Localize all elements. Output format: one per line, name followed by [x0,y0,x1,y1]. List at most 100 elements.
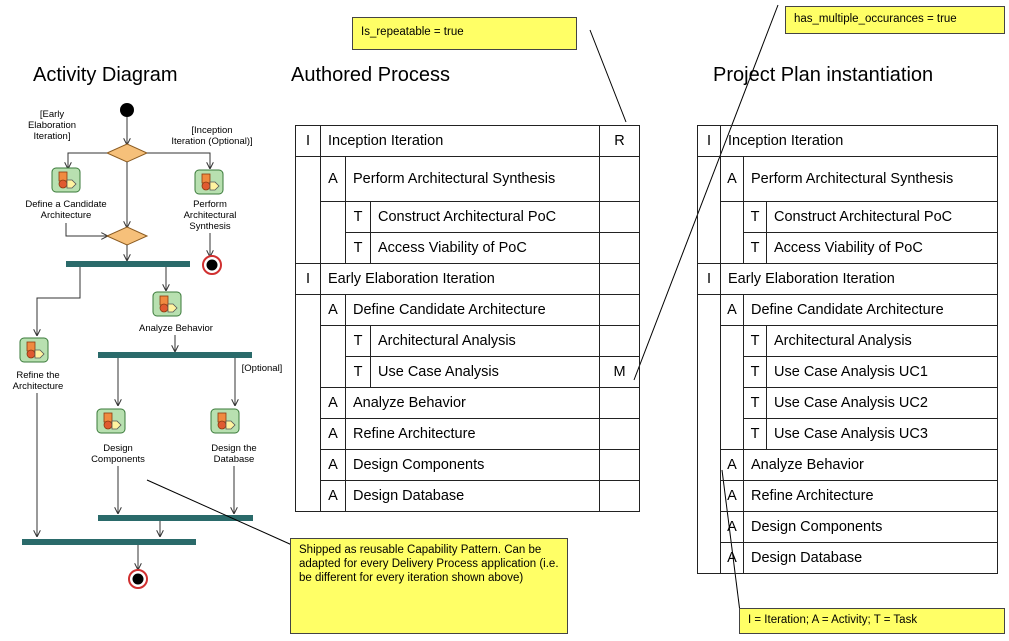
table-row: A Refine Architecture [698,480,998,512]
row-label: Use Case Analysis UC2 [766,387,998,419]
table-row: T Construct Architectural PoC [296,201,640,264]
table-row: T Access Viability of PoC [296,232,640,264]
kind-cell: A [720,449,744,481]
refine-architecture-label-line2: Architecture [13,381,64,392]
table-row: T Use Case Analysis UC2 [698,387,998,419]
kind-cell: T [743,387,767,419]
table-row: T Access Viability of PoC [698,232,998,264]
kind-cell: A [320,418,346,450]
guard-early: [Early [40,109,65,120]
optional-guard: [Optional] [242,363,283,374]
define-candidate-label-line2: Architecture [41,210,92,221]
refine-architecture-label: Refine the [16,370,59,381]
row-label: Access Viability of PoC [370,232,600,264]
row-label: Use Case Analysis [370,356,600,388]
guard-inception: [Inception [191,125,232,136]
activity-diagram-heading: Activity Diagram [33,64,178,86]
kind-cell: A [320,449,346,481]
table-row: T Use Case Analysis UC3 [698,418,998,450]
perform-synthesis-label-line2: Architectural [184,210,237,221]
kind-cell: T [743,201,767,233]
kind-cell: T [345,201,371,233]
kind-cell: A [320,387,346,419]
kind-cell: A [720,480,744,512]
kind-cell: I [697,263,721,295]
kind-cell: T [743,232,767,264]
table-row: T Use Case Analysis M [296,356,640,388]
row-label: Refine Architecture [345,418,600,450]
table-row: A Design Database [296,480,640,512]
row-label: Define Candidate Architecture [743,294,998,326]
kind-cell: T [345,356,371,388]
row-label: Use Case Analysis UC1 [766,356,998,388]
table-row: T Architectural Analysis [698,325,998,450]
table-row: I Early Elaboration Iteration [295,263,640,295]
fork-bar [66,261,190,267]
shipped-capability-note: Shipped as reusable Capability Pattern. … [290,538,568,634]
fork-bar-2 [98,352,252,358]
row-label: Refine Architecture [743,480,998,512]
table-row: A Perform Architectural Synthesis [697,156,998,264]
kind-cell: A [320,480,346,512]
table-row: I Inception Iteration R [295,125,640,157]
design-components-label-line2: Components [91,454,145,465]
table-row: A Define Candidate Architecture [295,294,640,512]
authored-process-table: I Inception Iteration R A Perform Archit… [295,125,640,512]
repeatable-note: Is_repeatable = true [352,17,577,50]
table-row: A Perform Architectural Synthesis [295,156,640,264]
row-label: Construct Architectural PoC [766,201,998,233]
project-plan-heading: Project Plan instantiation [713,64,934,86]
multiple-occurrences-note: has_multiple_occurances = true [785,6,1005,34]
activity-diagram: [Early Elaboration Iteration] [Inception… [13,103,283,589]
table-row: A Design Database [698,542,998,574]
row-label: Design Components [743,511,998,543]
row-label: Design Database [743,542,998,574]
table-row: A Refine Architecture [296,418,640,450]
perform-synthesis-label: Perform [193,199,227,210]
kind-cell: A [320,156,346,202]
table-row: A Analyze Behavior [296,387,640,419]
row-label: Use Case Analysis UC3 [766,418,998,450]
table-row: A Analyze Behavior [698,449,998,481]
kind-cell: A [720,511,744,543]
project-plan-table: I Inception Iteration A Perform Architec… [697,125,998,574]
legend-note: I = Iteration; A = Activity; T = Task [739,608,1005,634]
kind-cell: T [743,356,767,388]
table-row: A Define Candidate Architecture [697,294,998,574]
row-label: Perform Architectural Synthesis [345,156,600,202]
kind-cell: T [743,325,767,357]
kind-cell: I [295,125,321,157]
repeatable-flag: R [599,125,640,157]
kind-cell: T [345,232,371,264]
row-label: Perform Architectural Synthesis [743,156,998,202]
row-label: Access Viability of PoC [766,232,998,264]
kind-cell: I [295,263,321,295]
kind-cell: A [720,156,744,202]
kind-cell: T [743,418,767,450]
row-label: Inception Iteration [720,125,998,157]
kind-cell: A [720,542,744,574]
kind-cell: A [320,294,346,326]
multiple-flag: M [599,356,640,388]
kind-cell: A [720,294,744,326]
row-label: Analyze Behavior [743,449,998,481]
join-bar-final [22,539,196,545]
row-label: Inception Iteration [320,125,600,157]
design-database-label: Design the [211,443,256,454]
table-row: T Architectural Analysis [296,325,640,388]
guard-early-line3: Iteration] [34,131,71,142]
design-database-label-line2: Database [214,454,255,465]
row-label: Early Elaboration Iteration [720,263,998,295]
row-label: Design Components [345,449,600,481]
define-candidate-label: Define a Candidate [25,199,106,210]
authored-process-heading: Authored Process [291,64,450,86]
table-row: T Construct Architectural PoC [698,201,998,264]
table-row: A Design Components [296,449,640,481]
kind-cell: T [345,325,371,357]
join-bar [98,515,253,521]
start-node [120,103,134,117]
row-label: Architectural Analysis [370,325,600,357]
kind-cell: I [697,125,721,157]
table-row: I Inception Iteration [697,125,998,157]
table-row: I Early Elaboration Iteration [697,263,998,295]
